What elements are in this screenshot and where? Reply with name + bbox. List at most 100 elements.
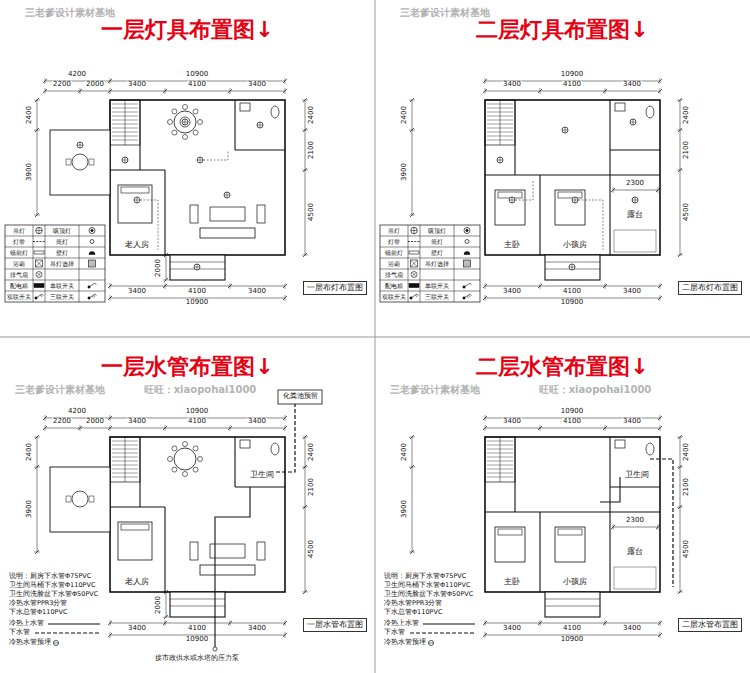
- wall-lamp-symbol: [89, 252, 95, 255]
- switch-symbol: [95, 283, 97, 285]
- dimension-tick: [410, 435, 414, 439]
- dimension-tick: [410, 465, 414, 469]
- lamp-symbol: [565, 127, 566, 133]
- switch-symbol: [411, 294, 417, 298]
- dimension-tick: [165, 283, 166, 289]
- dimension-tick: [483, 284, 487, 288]
- wall-line: [139, 437, 140, 507]
- dimension-tick: [605, 283, 606, 289]
- lamp-symbol: [575, 197, 576, 203]
- dimension-tick: [603, 284, 607, 288]
- lamp-symbol: [137, 197, 138, 203]
- dimension-tick: [80, 425, 81, 431]
- dimension-text: 3400: [247, 81, 267, 89]
- dimension-text: 2100: [308, 477, 316, 497]
- dimension-line: [37, 100, 38, 215]
- switch-symbol: [92, 296, 94, 298]
- dimension-tick: [658, 79, 662, 83]
- legend-table: [5, 225, 105, 302]
- supply-pipe: [215, 487, 250, 647]
- lamp-symbol: [39, 227, 40, 233]
- dimension-tick: [228, 89, 232, 93]
- lamp-choice-symbol: [464, 260, 471, 267]
- legend-cell: 吊灯: [12, 227, 26, 234]
- bath-heater-symbol: [411, 260, 418, 267]
- legend-cell: 浴霸: [387, 260, 401, 267]
- table-rule: [33, 225, 34, 302]
- dimension-text: 2400: [26, 105, 34, 125]
- dimension-tick: [303, 98, 307, 102]
- dimension-tick: [108, 621, 112, 625]
- legend-cell: 镜前灯: [384, 249, 404, 256]
- dimension-tick: [163, 621, 167, 625]
- dimension-tick: [658, 416, 662, 420]
- switch-wire: [515, 180, 533, 200]
- toilet-symbol: [271, 443, 279, 455]
- dimension-text: 10900: [560, 71, 584, 79]
- dimension-tick: [163, 617, 169, 618]
- dimension-tick: [163, 426, 167, 430]
- dimension-text: 4100: [187, 625, 207, 633]
- dimension-tick: [163, 280, 169, 281]
- dimension-text: 2400: [401, 442, 409, 462]
- lamp-symbol: [562, 127, 568, 133]
- dimension-tick: [660, 295, 661, 301]
- dining-chair: [172, 130, 177, 135]
- table-rule: [380, 258, 480, 259]
- ceiling-lamp-symbol: [91, 229, 93, 231]
- dimension-tick: [165, 88, 166, 94]
- room-name: 小孩房: [562, 578, 588, 586]
- porch: [545, 592, 600, 617]
- dimension-tick: [656, 188, 660, 192]
- dimension-tick: [485, 425, 486, 431]
- lamp-symbol: [257, 122, 263, 128]
- watermark: 三老爹设计素材基地: [400, 7, 490, 18]
- lamp-symbol: [630, 119, 636, 125]
- dimension-line: [680, 437, 681, 592]
- dimension-tick: [660, 283, 661, 289]
- table-rule: [408, 225, 409, 302]
- dimension-tick: [302, 437, 308, 438]
- panel-title: 一层水管布置图↓: [0, 337, 375, 380]
- dimension-tick: [658, 621, 662, 625]
- dimension-line: [305, 100, 306, 255]
- wall-lamp-symbol: [464, 252, 470, 255]
- dimension-tick: [483, 426, 487, 430]
- dimension-tick: [228, 426, 232, 430]
- dimension-tick: [409, 467, 415, 468]
- watermark: 旺旺：xiaopohai1000: [144, 384, 257, 395]
- drawing-caption: 二层布灯布置图: [678, 281, 742, 295]
- dimension-tick: [540, 283, 541, 289]
- dimension-tick: [110, 632, 111, 638]
- dimension-tick: [285, 415, 286, 421]
- legend-cell: 单联开关: [49, 282, 75, 289]
- wash-basin: [615, 440, 625, 448]
- lamp-symbol: [194, 264, 200, 270]
- wall-line: [164, 507, 165, 592]
- dimension-tick: [303, 505, 307, 509]
- dimension-tick: [678, 168, 682, 172]
- dimension-line: [166, 255, 167, 280]
- dimension-line: [613, 190, 658, 191]
- dimension-tick: [43, 416, 47, 420]
- dimension-tick: [283, 633, 287, 637]
- lamp-symbol: [197, 264, 198, 270]
- light-strip-symbol: [33, 241, 45, 242]
- dining-chair: [193, 109, 198, 114]
- legend-cell: 镜前灯: [9, 249, 29, 256]
- dimension-tick: [45, 78, 46, 84]
- dining-chair: [168, 120, 173, 125]
- legend-table: [380, 225, 480, 302]
- dimension-tick: [45, 415, 46, 421]
- ceiling-lamp-symbol: [89, 228, 95, 234]
- wall-line: [235, 149, 285, 150]
- dimension-line: [110, 623, 285, 624]
- dimension-tick: [603, 426, 607, 430]
- dimension-tick: [108, 89, 112, 93]
- switch-symbol: [94, 295, 96, 297]
- floor-plan: [5, 78, 308, 302]
- dimension-line: [680, 100, 681, 255]
- dimension-tick: [678, 590, 682, 594]
- dimension-tick: [603, 89, 607, 93]
- panel-divider: [0, 337, 750, 338]
